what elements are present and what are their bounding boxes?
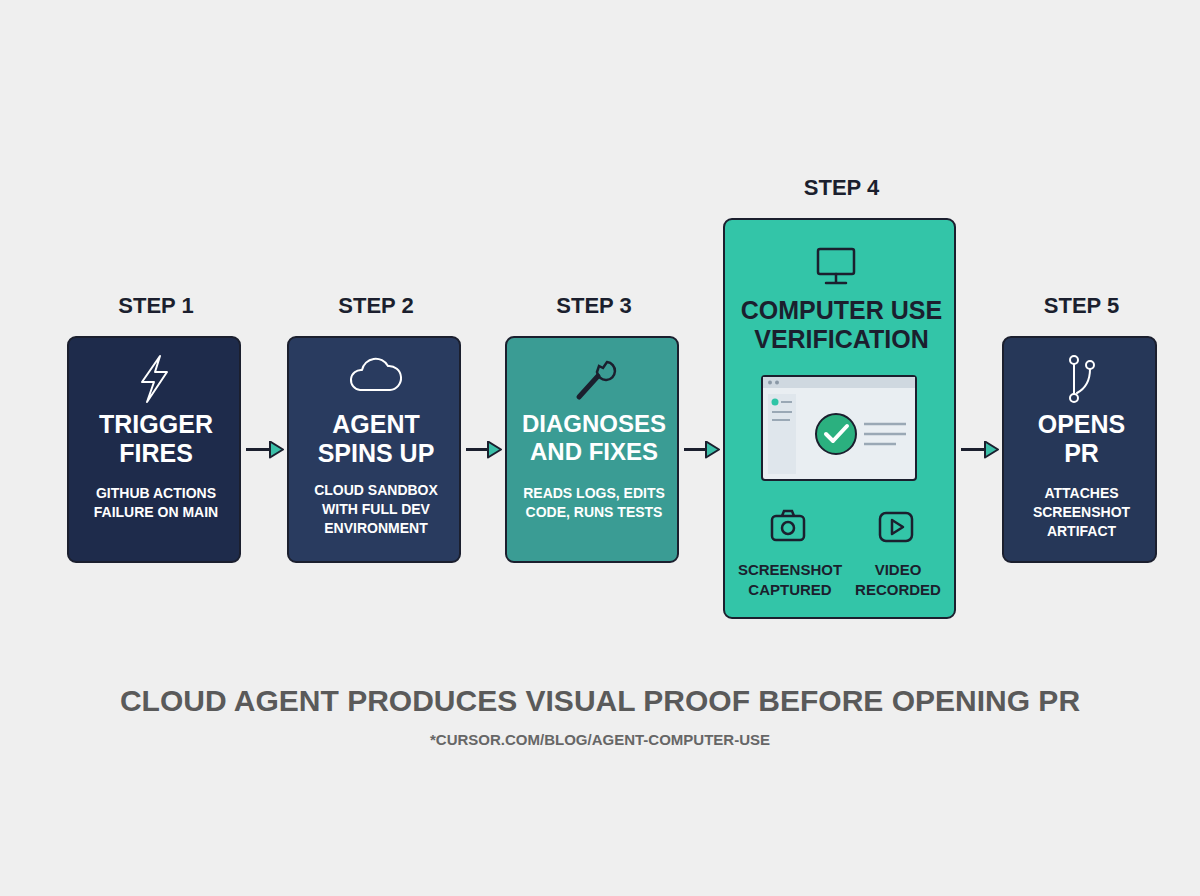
flow-arrow xyxy=(684,448,718,451)
flow-arrow xyxy=(466,448,500,451)
step-label: STEP 3 xyxy=(487,294,701,318)
step-heading: TRIGGER FIRES xyxy=(77,410,235,468)
flow-arrow xyxy=(961,448,997,451)
step-heading: DIAGNOSES AND FIXES xyxy=(513,410,675,465)
artifact-label: SCREENSHOT CAPTURED xyxy=(730,560,850,599)
flow-arrow xyxy=(246,448,282,451)
process-box: STEP 1TRIGGER FIRESGITHUB ACTIONS FAILUR… xyxy=(67,336,241,563)
process-box: STEP 5OPENS PRATTACHES SCREENSHOT ARTIFA… xyxy=(1002,336,1157,563)
highlight-step-box: STEP 4COMPUTER USE VERIFICATIONSCREENSHO… xyxy=(723,218,956,619)
step-label: STEP 1 xyxy=(49,294,263,318)
step-description: CLOUD SANDBOX WITH FULL DEV ENVIRONMENT xyxy=(297,481,455,538)
step-heading: AGENT SPINS UP xyxy=(297,410,455,468)
process-box: STEP 3DIAGNOSES AND FIXESREADS LOGS, EDI… xyxy=(505,336,679,563)
step-label: STEP 4 xyxy=(705,176,978,200)
diagram-title: CLOUD AGENT PRODUCES VISUAL PROOF BEFORE… xyxy=(0,684,1200,718)
step-heading: OPENS PR xyxy=(1026,410,1137,468)
process-box: STEP 2AGENT SPINS UPCLOUD SANDBOX WITH F… xyxy=(287,336,461,563)
step-description: GITHUB ACTIONS FAILURE ON MAIN xyxy=(77,484,235,522)
step-description: ATTACHES SCREENSHOT ARTIFACT xyxy=(1014,484,1149,541)
source-caption: *CURSOR.COM/BLOG/AGENT-COMPUTER-USE xyxy=(0,731,1200,748)
step-description: READS LOGS, EDITS CODE, RUNS TESTS xyxy=(521,484,667,522)
step-heading: COMPUTER USE VERIFICATION xyxy=(731,296,952,354)
step-label: STEP 5 xyxy=(984,294,1179,318)
step-label: STEP 2 xyxy=(269,294,483,318)
artifact-label: VIDEO RECORDED xyxy=(838,560,958,599)
